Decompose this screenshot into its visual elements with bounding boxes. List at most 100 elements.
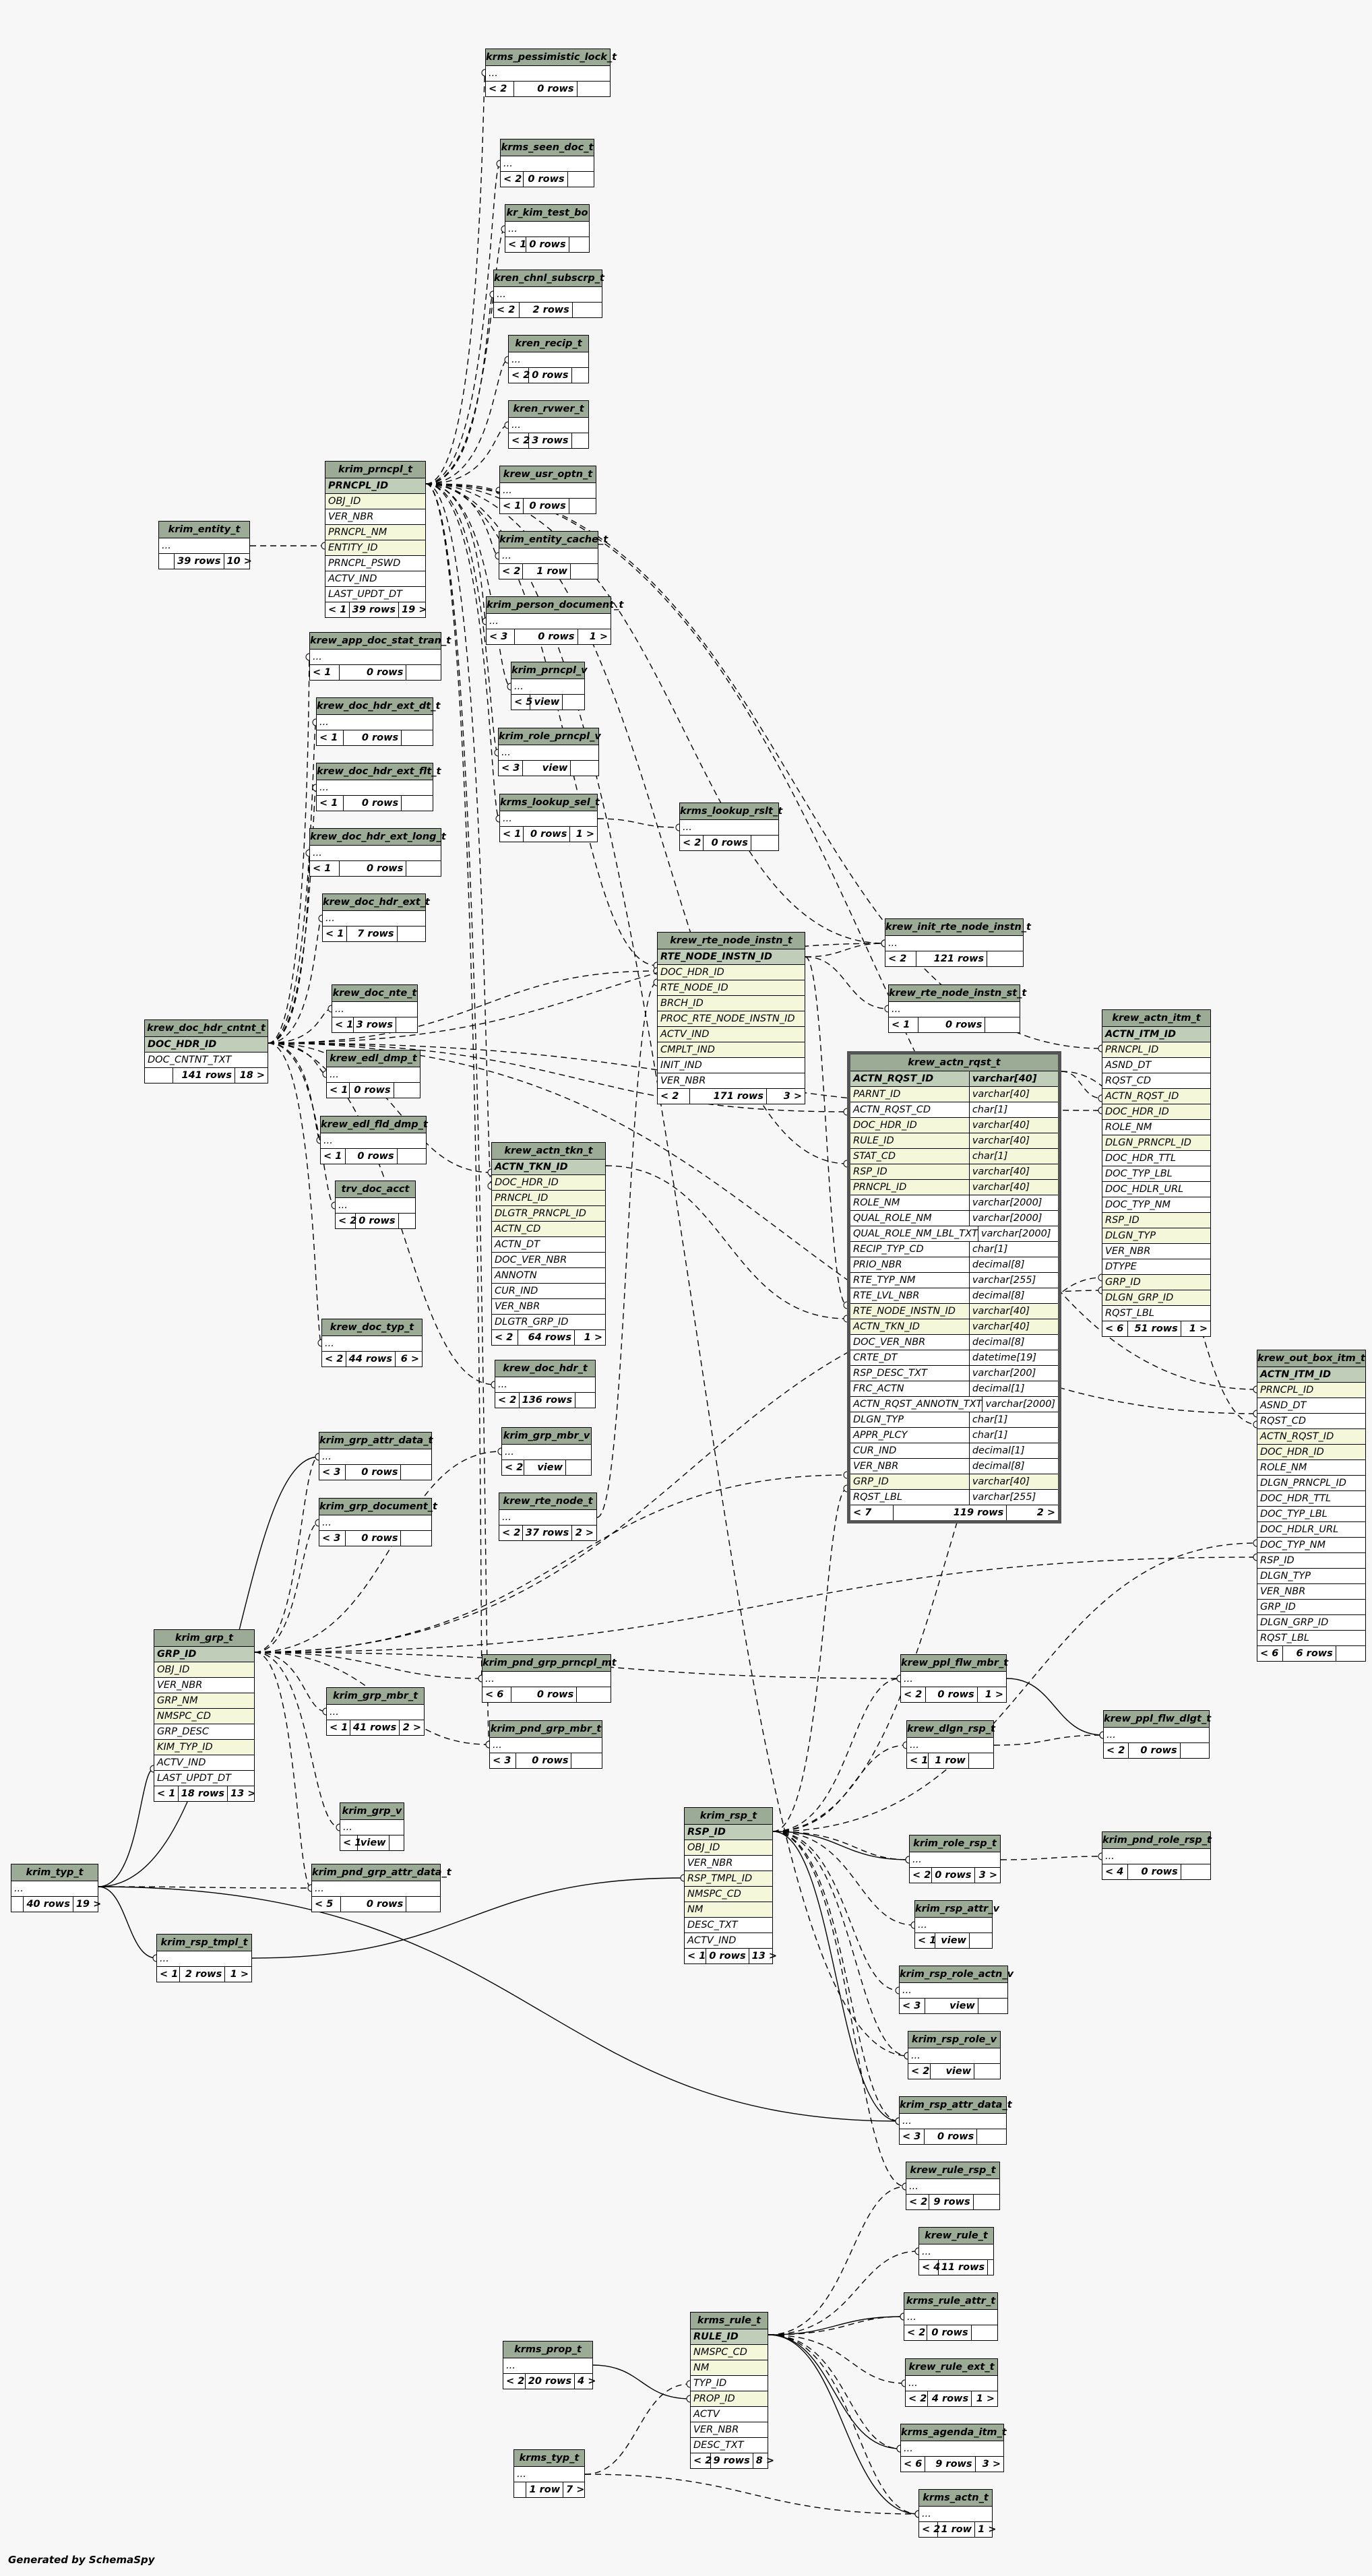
children-count[interactable] — [402, 730, 433, 745]
children-count[interactable]: 1 > — [1189, 1323, 1208, 1334]
children-count[interactable] — [396, 1017, 417, 1032]
table-title[interactable]: krim_rsp_tmpl_t — [157, 1935, 251, 1951]
children-count[interactable] — [578, 82, 610, 96]
parents-count[interactable]: < 1 — [157, 1967, 181, 1982]
table-title[interactable]: krms_pessimistic_lock_t — [486, 49, 617, 66]
table-title[interactable]: krew_rule_ext_t — [906, 2359, 997, 2376]
parents-count[interactable]: < 2 — [486, 82, 515, 96]
children-count[interactable] — [398, 926, 425, 941]
children-count[interactable]: 3 > — [982, 2459, 1001, 2470]
children-count[interactable] — [406, 665, 441, 680]
table-title[interactable]: krim_grp_mbr_v — [502, 1428, 591, 1445]
children-count[interactable]: 10 > — [226, 556, 252, 567]
parents-count[interactable]: < 1 — [340, 1835, 361, 1850]
parents-count[interactable]: < 1 — [310, 861, 340, 876]
parents-count[interactable]: < 2 — [1104, 1743, 1129, 1758]
parents-count[interactable]: < 2 — [901, 1687, 927, 1702]
parents-count[interactable]: < 2 — [509, 433, 530, 448]
table-title[interactable]: krms_typ_t — [514, 2450, 584, 2467]
table-title[interactable]: krim_pnd_grp_mbr_t — [490, 1721, 602, 1738]
table-title[interactable]: krms_rule_attr_t — [904, 2293, 997, 2310]
parents-count[interactable]: < 1 — [323, 926, 348, 941]
table-title[interactable]: krim_role_rsp_t — [910, 1835, 1000, 1852]
children-count[interactable] — [566, 1460, 591, 1475]
parents-count[interactable]: < 3 — [319, 1531, 346, 1546]
parents-count[interactable] — [159, 554, 175, 569]
children-count[interactable] — [401, 1531, 431, 1546]
parents-count[interactable]: < 3 — [900, 2129, 925, 2144]
children-count[interactable]: 1 > — [230, 1969, 249, 1980]
parents-count[interactable]: < 1 — [505, 237, 527, 252]
children-count[interactable]: 1 > — [976, 2393, 995, 2404]
table-title[interactable]: krew_doc_hdr_ext_long_t — [310, 829, 446, 846]
parents-count[interactable]: < 2 — [494, 303, 520, 317]
parents-count[interactable]: < 1 — [500, 499, 524, 513]
table-title[interactable]: krew_rte_node_t — [499, 1493, 596, 1510]
children-count[interactable] — [399, 1214, 415, 1228]
table-title[interactable]: krew_rule_rsp_t — [906, 2162, 999, 2179]
parents-count[interactable]: < 7 — [850, 1505, 894, 1520]
children-count[interactable]: 18 > — [239, 1070, 265, 1081]
parents-count[interactable]: < 3 — [900, 1999, 925, 2013]
parents-count[interactable]: < 1 — [915, 1933, 936, 1948]
children-count[interactable]: 13 > — [230, 1788, 256, 1799]
children-count[interactable] — [1181, 1864, 1210, 1879]
parents-count[interactable]: < 2 — [499, 564, 524, 579]
children-count[interactable] — [575, 1393, 595, 1408]
children-count[interactable]: 7 > — [566, 2484, 585, 2495]
children-count[interactable] — [969, 1753, 993, 1768]
children-count[interactable] — [577, 1687, 611, 1702]
children-count[interactable]: 19 > — [75, 1899, 102, 1910]
children-count[interactable] — [569, 237, 589, 252]
children-count[interactable] — [978, 1999, 1007, 2013]
children-count[interactable] — [398, 1149, 426, 1164]
parents-count[interactable]: < 4 — [1102, 1864, 1128, 1879]
table-title[interactable]: krew_edl_fld_dmp_t — [321, 1117, 428, 1133]
parents-count[interactable]: < 3 — [319, 1465, 346, 1480]
table-title[interactable]: krew_doc_hdr_ext_dt_t — [317, 698, 440, 715]
parents-count[interactable]: < 5 — [511, 695, 532, 710]
table-title[interactable]: krms_seen_doc_t — [501, 139, 594, 156]
parents-count[interactable]: < 1 — [317, 796, 344, 811]
parents-count[interactable]: < 1 — [321, 1149, 346, 1164]
parents-count[interactable]: < 1 — [325, 602, 350, 617]
parents-count[interactable] — [514, 2482, 527, 2497]
table-title[interactable]: krim_grp_v — [340, 1803, 404, 1820]
children-count[interactable] — [977, 2129, 1006, 2144]
table-title[interactable]: krew_doc_hdr_ext_flt_t — [317, 763, 441, 780]
table-title[interactable]: krms_prop_t — [503, 2342, 592, 2358]
parents-count[interactable]: < 2 — [495, 1393, 520, 1408]
parents-count[interactable]: < 2 — [904, 2325, 927, 2340]
children-count[interactable]: 13 > — [751, 1951, 778, 1961]
table-title[interactable]: krew_doc_typ_t — [322, 1319, 422, 1336]
parents-count[interactable]: < 1 — [327, 1720, 350, 1735]
table-title[interactable]: kren_chnl_subscrp_t — [494, 270, 604, 287]
parents-count[interactable]: < 1 — [327, 1083, 350, 1098]
children-count[interactable] — [401, 1465, 431, 1480]
children-count[interactable] — [406, 1897, 440, 1912]
children-count[interactable] — [394, 1083, 420, 1098]
table-title[interactable]: krms_lookup_rslt_t — [680, 803, 782, 820]
